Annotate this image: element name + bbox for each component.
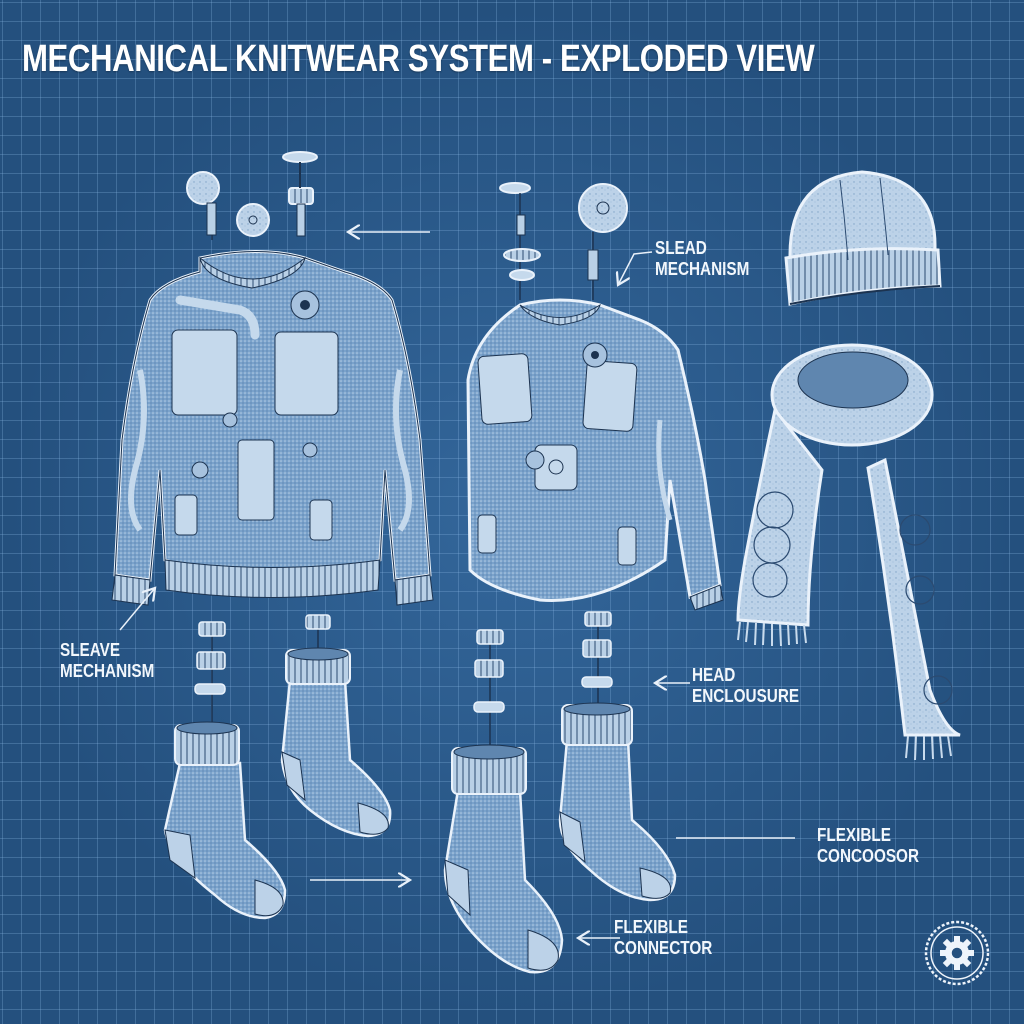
scarf <box>736 343 961 761</box>
sweater-large <box>111 151 434 606</box>
page-title: MECHANICAL KNITWEAR SYSTEM - EXPLODED VI… <box>22 38 815 80</box>
label-flexible-concoosor: FLEXIBLE CONCOOSOR <box>817 825 920 866</box>
sock-1 <box>163 621 287 920</box>
sock-3 <box>443 629 564 974</box>
leader-lines <box>119 588 795 938</box>
label-flexible-connector: FLEXIBLE CONNECTOR <box>614 917 713 958</box>
sock-4 <box>558 611 677 902</box>
sock-2 <box>280 614 392 838</box>
label-head-enclosure: HEAD ENCLOUSURE <box>692 665 800 706</box>
label-slead-mechanism: SLEAD MECHANISM <box>655 238 750 279</box>
sweater-small <box>466 182 724 611</box>
socks <box>163 611 677 974</box>
gear-badge-icon <box>924 920 990 986</box>
label-sleave-mechanism: SLEAVE MECHANISM <box>60 640 155 681</box>
beanie <box>784 170 942 306</box>
